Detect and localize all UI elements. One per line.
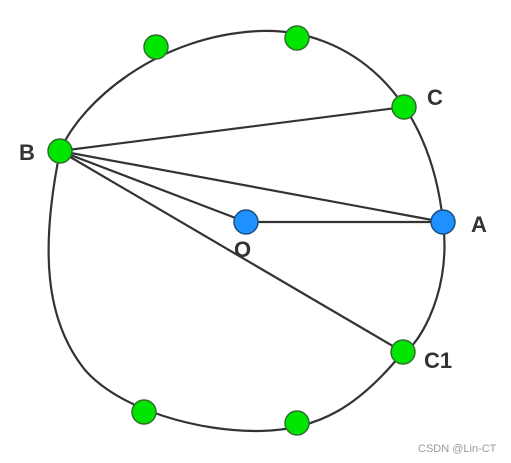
point-top-right: [284, 25, 310, 51]
segment-bc: [59, 105, 405, 153]
point-c1: [390, 339, 416, 365]
point-bottom-right: [284, 410, 310, 436]
segment-bc1: [59, 150, 404, 353]
label-c1: C1: [424, 348, 452, 373]
watermark: CSDN @Lin-CT: [418, 443, 497, 455]
label-b: B: [19, 140, 35, 165]
segment-ba: [59, 149, 444, 224]
label-o: O: [234, 237, 251, 262]
point-c: [391, 94, 417, 120]
point-b: [47, 138, 73, 164]
point-o: [233, 209, 259, 235]
point-a: [430, 209, 456, 235]
label-a: A: [471, 212, 487, 237]
point-bottom-left: [131, 399, 157, 425]
point-top-left: [143, 34, 169, 60]
label-c: C: [427, 85, 443, 110]
segment-bo: [59, 149, 247, 224]
